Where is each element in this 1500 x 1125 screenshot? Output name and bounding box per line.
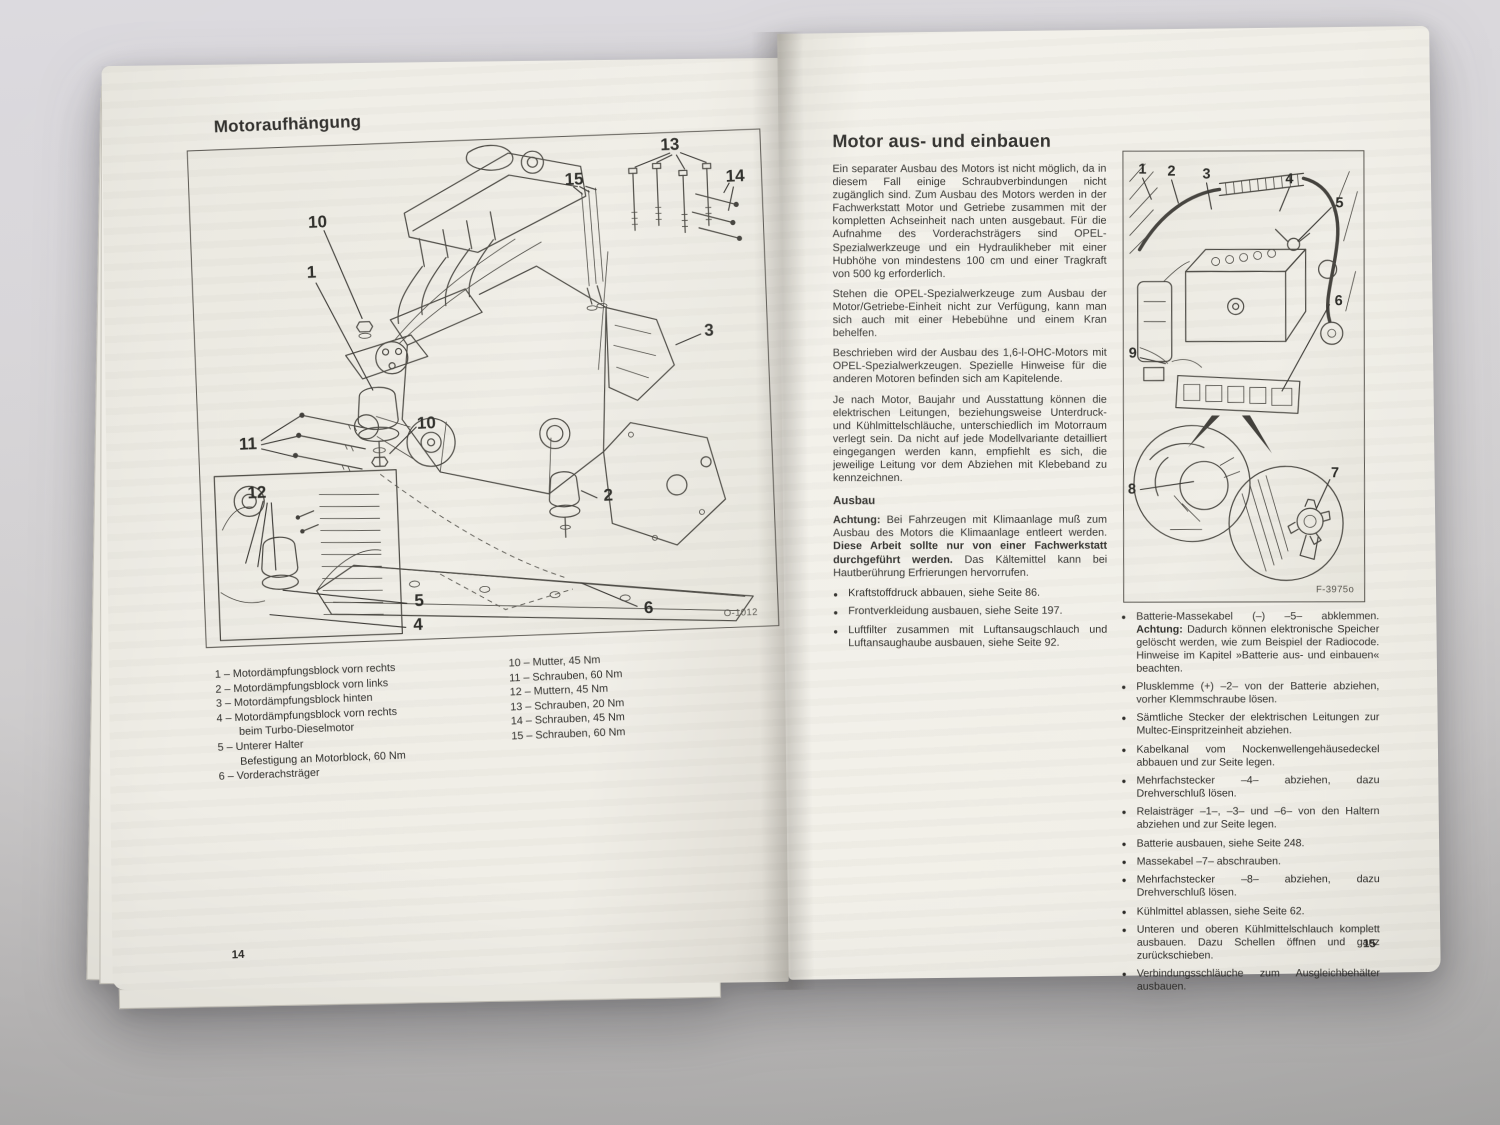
bullet-text: Kühlmittel ablassen, siehe Seite 62. — [1136, 905, 1305, 918]
right-page-number: 15 — [1362, 938, 1376, 951]
bullet-item: ● Mehrfachstecker –8– abziehen, dazu Dreh… — [1122, 874, 1380, 900]
bullet-item: ● Kraftstoffdruck abbauen, siehe Seite 86… — [833, 586, 1107, 600]
figure-callout-5: 5 — [414, 590, 425, 611]
figure-callout-2: 2 — [1167, 163, 1176, 180]
section-heading: Ausbau — [833, 495, 876, 508]
figure-code: F-3975o — [1315, 584, 1355, 596]
bullet-dot-icon: ● — [1121, 925, 1127, 935]
figure-callout-12: 12 — [247, 482, 267, 503]
bullet-item: ● Frontverkleidung ausbauen, siehe Seite … — [833, 605, 1107, 619]
bullet-text: Mehrfachstecker –4– abziehen, dazu Drehv… — [1136, 774, 1380, 800]
bullet-item: ● Plusklemme (+) –2– von der Batterie abz… — [1121, 680, 1379, 706]
bullet-text: Relaisträger –1–, –3– und –6– von den Ha… — [1136, 805, 1380, 831]
procedure-bullets-left: ● Kraftstoffdruck abbauen, siehe Seite 86… — [833, 586, 1107, 650]
bullet-item: ● Mehrfachstecker –4– abziehen, dazu Dreh… — [1122, 774, 1380, 800]
bullet-dot-icon: ● — [1121, 612, 1127, 622]
paragraph: Stehen die OPEL-Spezialwerkzeuge zum Aus… — [832, 287, 1107, 340]
bullet-text: Luftfilter zusammen mit Luftansaugschlau… — [848, 623, 1108, 650]
bullet-dot-icon: ● — [1121, 776, 1127, 786]
bullet-dot-icon: ● — [833, 627, 839, 637]
bullet-text: Kraftstoffdruck abbauen, siehe Seite 86. — [848, 586, 1041, 599]
bullet-item: ● Kühlmittel ablassen, siehe Seite 62. — [1122, 905, 1380, 918]
bullet-item: ● Batterie ausbauen, siehe Seite 248. — [1122, 837, 1380, 850]
bullet-dot-icon: ● — [1121, 713, 1127, 723]
paragraph: Ein separater Ausbau des Motors ist nich… — [832, 162, 1107, 280]
figure-callout-3: 3 — [703, 320, 715, 340]
paragraph: Je nach Motor, Baujahr und Ausstattung k… — [832, 393, 1107, 485]
bullet-dot-icon: ● — [1121, 807, 1127, 817]
bullet-dot-icon: ● — [833, 589, 839, 599]
engine-mounting-illustration — [213, 144, 754, 642]
figure-callout-14: 14 — [725, 166, 745, 186]
bullet-item: ● Verbindungsschläuche zum Ausgleichbehäl… — [1122, 968, 1380, 994]
figure-callout-4: 4 — [1285, 171, 1294, 188]
bullet-text: Kabelkanal vom Nockenwellengehäusedeckel… — [1136, 742, 1380, 769]
bullet-item: ● Relaisträger –1–, –3– und –6– von den H… — [1122, 805, 1380, 831]
open-book: Motoraufhängung — [86, 24, 1443, 1010]
bullet-dot-icon: ● — [1121, 745, 1127, 755]
right-page-title: Motor aus- und einbauen — [832, 130, 1052, 152]
right-page-text-column: Ein separater Ausbau des Motors ist nich… — [832, 163, 1107, 656]
bullet-dot-icon: ● — [1121, 907, 1127, 917]
bullet-dot-icon: ● — [1121, 682, 1127, 692]
bullet-dot-icon: ● — [1121, 969, 1127, 979]
bullet-item: ● Massekabel –7– abschrauben. — [1122, 855, 1380, 868]
bullet-text: Batterie-Massekabel (–) –5– abklemmen. A… — [1136, 610, 1380, 675]
left-page: Motoraufhängung — [101, 57, 789, 991]
bullet-dot-icon: ● — [1121, 857, 1127, 867]
right-page: Motor aus- und einbauen Ein separater Au… — [777, 25, 1441, 993]
bullet-dot-icon: ● — [833, 608, 839, 618]
figure-callout-6: 6 — [1334, 293, 1343, 310]
bullet-text: Massekabel –7– abschrauben. — [1136, 855, 1281, 868]
bullet-dot-icon: ● — [1121, 876, 1127, 886]
bullet-text: Sämtliche Stecker der elektrischen Leitu… — [1136, 711, 1380, 737]
engine-bay-illustration — [1129, 163, 1358, 581]
bullet-text: Frontverkleidung ausbauen, siehe Seite 1… — [848, 605, 1063, 618]
figure-callout-1: 1 — [306, 262, 317, 282]
left-page-title: Motoraufhängung — [213, 111, 362, 137]
bullet-item: ● Sämtliche Stecker der elektrischen Leit… — [1121, 712, 1379, 738]
figure-callout-8: 8 — [1127, 481, 1137, 498]
figure-callout-10: 10 — [416, 413, 437, 433]
figure-callout-13: 13 — [660, 134, 680, 155]
intro-paragraphs: Ein separater Ausbau des Motors ist nich… — [832, 163, 1107, 486]
left-page-number: 14 — [231, 948, 245, 962]
bullet-text: Batterie ausbauen, siehe Seite 248. — [1136, 836, 1305, 850]
bullet-text: Plusklemme (+) –2– von der Batterie abzi… — [1136, 680, 1380, 706]
figure-callout-11: 11 — [238, 434, 258, 454]
figure-callout-7: 7 — [1330, 465, 1340, 482]
figure-callout-10: 10 — [307, 212, 328, 232]
figure-callout-2: 2 — [603, 485, 614, 505]
bullet-item: ● Kabelkanal vom Nockenwellengehäusedecke… — [1121, 743, 1379, 769]
figure-callout-9: 9 — [1128, 345, 1137, 362]
warning-paragraph: Achtung: Bei Fahrzeugen mit Klimaanlage … — [833, 513, 1108, 579]
bullet-text: Verbindungsschläuche zum Ausgleichbehält… — [1136, 967, 1380, 993]
bullet-item: ● Luftfilter zusammen mit Luftansaugschla… — [833, 624, 1107, 651]
figure-callout-6: 6 — [643, 597, 654, 618]
bullet-dot-icon: ● — [1121, 839, 1127, 849]
figure-callout-15: 15 — [564, 169, 584, 189]
paragraph: Beschrieben wird der Ausbau des 1,6-l-OH… — [832, 346, 1107, 386]
figure-callout-5: 5 — [1335, 195, 1344, 212]
figure-callout-1: 1 — [1138, 161, 1147, 178]
figure-callout-3: 3 — [1202, 166, 1211, 183]
figure-code: O-1012 — [723, 606, 759, 620]
right-figure-callouts: 1 2 3 4 5 6 9 8 7 — [1123, 151, 1364, 601]
figure-callout-4: 4 — [412, 614, 424, 635]
engine-bay-figure: 1 2 3 4 5 6 9 8 7 F-3975o — [1122, 150, 1366, 603]
bullet-item: ● Batterie-Massekabel (–) –5– abklemmen. … — [1121, 610, 1379, 675]
bullet-text: Mehrfachstecker –8– abziehen, dazu Drehv… — [1136, 873, 1380, 899]
